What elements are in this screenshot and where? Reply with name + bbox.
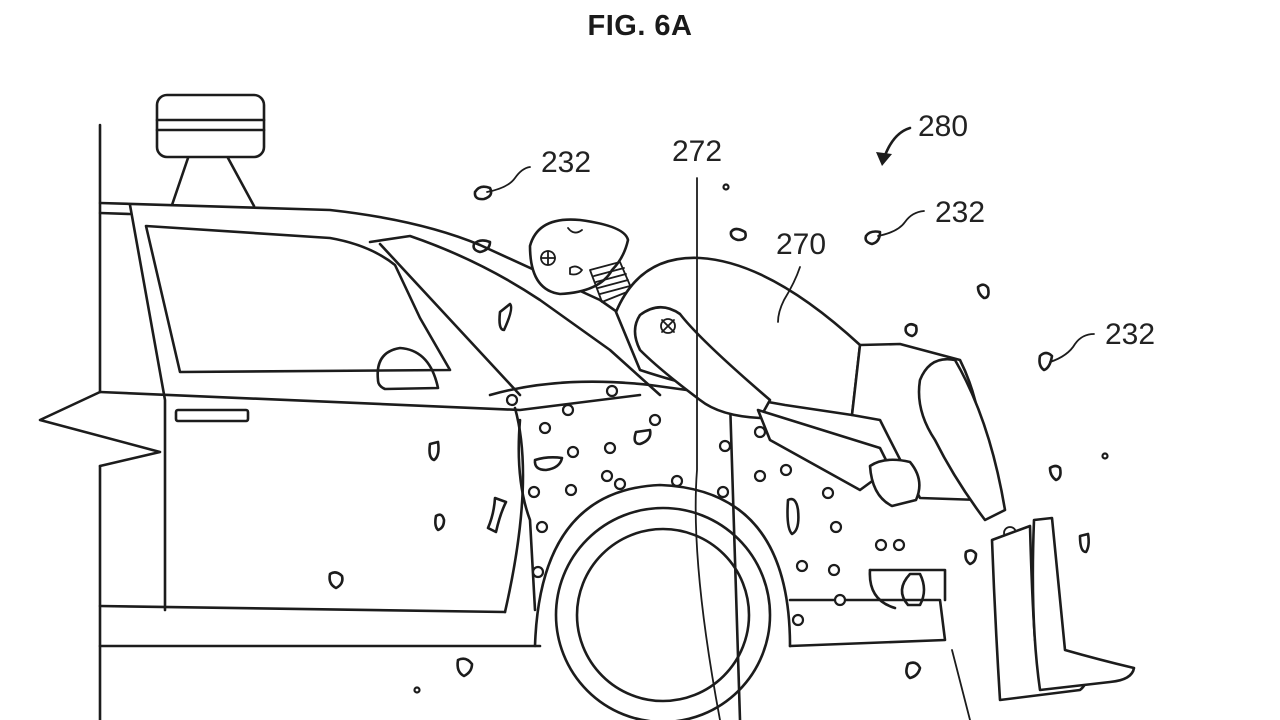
vehicle-roof [98, 201, 702, 372]
leader-272 [694, 177, 721, 720]
pedestrian-head [528, 218, 630, 296]
adhesive-particles [328, 183, 1109, 694]
sensor-mount [170, 156, 256, 208]
ref-label-270: 270 [776, 228, 827, 261]
ref-label-280: 280 [918, 110, 969, 143]
ref-label-232-right: 232 [935, 196, 986, 229]
belt-line [98, 390, 642, 412]
ref-label-232-top: 232 [541, 146, 592, 179]
vehicle-tail [38, 390, 162, 468]
pedestrian-forearm [756, 408, 892, 492]
rim [575, 527, 751, 703]
headlight [900, 572, 926, 607]
arrowhead-280 [876, 152, 892, 166]
roof-sensor [155, 93, 266, 208]
ref-label-232-lower: 232 [1105, 318, 1156, 351]
front-bumper [788, 598, 947, 648]
side-window [144, 224, 452, 374]
pedestrian-thigh [917, 357, 1007, 522]
pedestrian-leg-right [1031, 516, 1136, 692]
tire [554, 506, 772, 720]
hood [488, 380, 762, 402]
wheel-arch [533, 483, 792, 648]
pedestrian-upper-arm [633, 305, 772, 420]
pedestrian-figure [528, 218, 1136, 702]
vehicle [38, 123, 947, 720]
figure-title: FIG. 6A [587, 10, 693, 42]
windshield [368, 234, 662, 397]
ref-label-272: 272 [672, 135, 723, 168]
door-handle [174, 408, 250, 423]
front-wheel [533, 483, 792, 720]
leader-270 [777, 266, 801, 323]
side-mirror [376, 346, 440, 391]
leader-lines [486, 126, 1095, 720]
front-fender [517, 418, 537, 612]
adhesive-dots [505, 384, 906, 627]
sensor-housing [155, 93, 266, 159]
pedestrian-hand [868, 458, 921, 508]
